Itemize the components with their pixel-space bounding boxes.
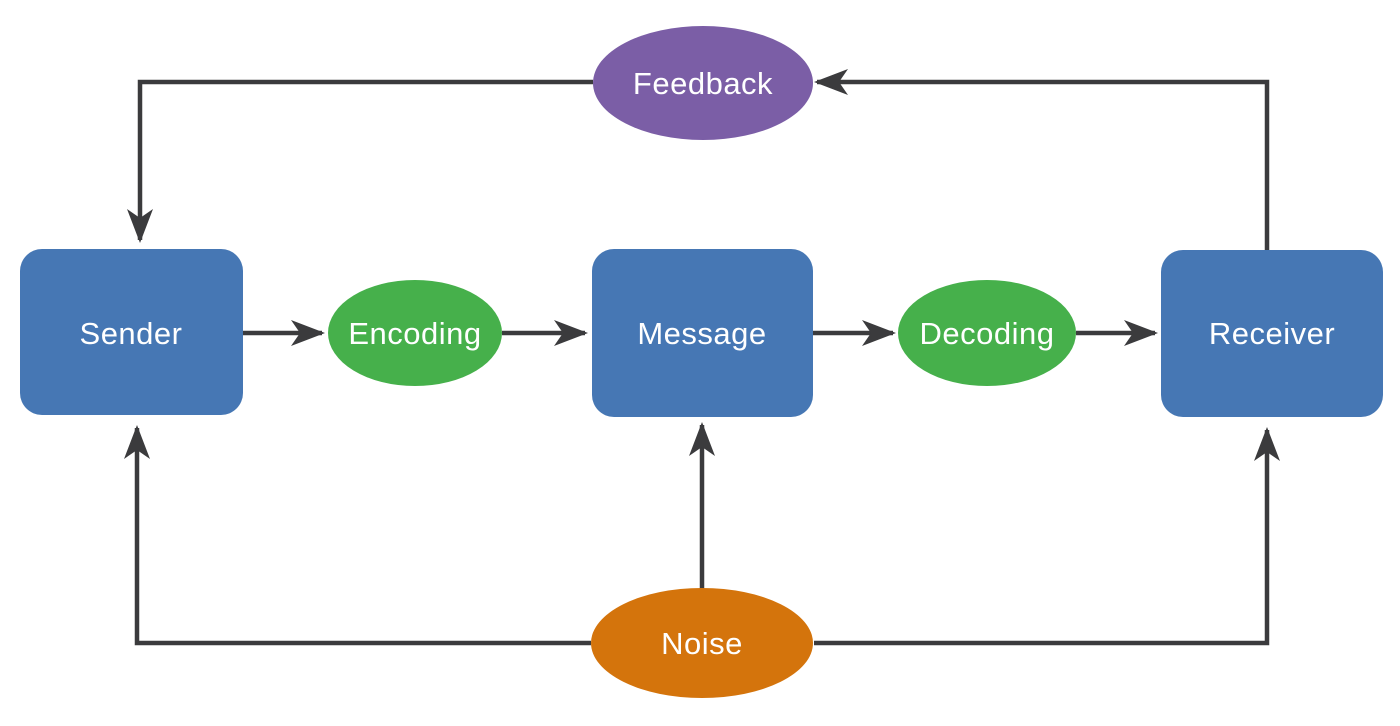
node-noise: Noise <box>591 588 813 698</box>
sender-box <box>20 249 243 415</box>
edge-noise-to-sender <box>124 425 591 646</box>
feedback-label: Feedback <box>633 66 773 101</box>
noise-label: Noise <box>661 626 743 661</box>
node-message: Message <box>592 249 813 417</box>
encoding-ellipse <box>328 280 502 386</box>
node-sender: Sender <box>20 249 243 415</box>
decoding-ellipse <box>898 280 1076 386</box>
node-feedback: Feedback <box>593 26 813 140</box>
noise-ellipse <box>591 588 813 698</box>
sender-label: Sender <box>80 316 183 351</box>
message-label: Message <box>637 316 766 351</box>
node-receiver: Receiver <box>1161 250 1383 417</box>
edge-group <box>124 69 1280 646</box>
encoding-label: Encoding <box>348 316 481 351</box>
feedback-ellipse <box>593 26 813 140</box>
edge-noise-to-receiver <box>814 427 1280 646</box>
edge-receiver-to-feedback <box>814 69 1270 252</box>
decoding-label: Decoding <box>920 316 1055 351</box>
message-box <box>592 249 813 417</box>
node-encoding: Encoding <box>328 280 502 386</box>
edge-feedback-to-sender <box>127 79 593 243</box>
receiver-label: Receiver <box>1209 316 1335 351</box>
node-decoding: Decoding <box>898 280 1076 386</box>
receiver-box <box>1161 250 1383 417</box>
